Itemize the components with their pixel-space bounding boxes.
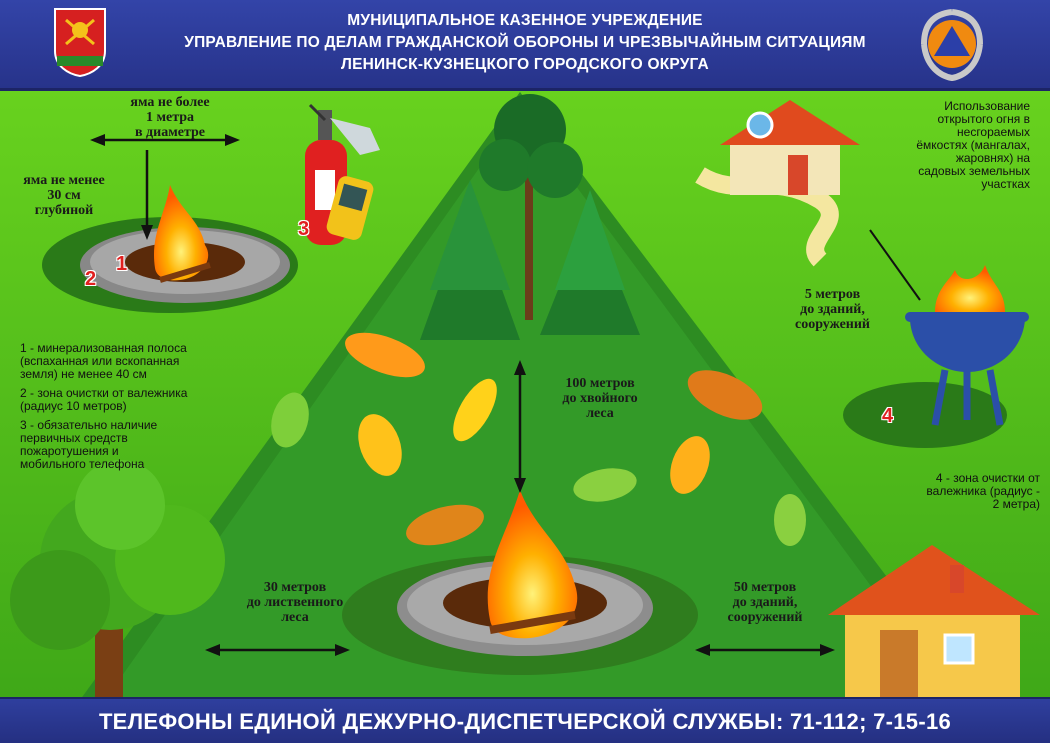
legend-item-3-line-1: 3 - обязательно наличие [20,418,158,432]
grill-note-line-1: 4 - зона очистки от [935,471,1040,485]
deciduous-distance-line-3: леса [281,610,309,625]
open-fire-note-line-3: несгораемых [957,125,1030,139]
legend-item-1-line-3: земля) не менее 40 см [20,367,147,381]
grill-distance-line-2: до зданий, [800,302,865,317]
deciduous-distance-line-2: до лиственного [246,595,344,610]
grill-note-line-2: валежника (радиус - [926,484,1040,498]
open-fire-note-line-2: открытого огня в [937,112,1031,126]
pit-depth-label: яма не менее 30 см глубиной [8,173,120,218]
conifer-forest-icon [420,94,640,340]
main-fire-pit-icon [342,490,698,675]
legend-item-3-line-3: пожаротушения и [20,444,119,458]
pit-number-2: 2 [85,268,97,290]
conifer-distance-line-3: леса [586,406,614,421]
buildings-distance-label: 50 метров до зданий, сооружений [700,580,830,625]
civil-defense-emblem-icon [921,9,983,82]
house-icon [828,545,1040,698]
pit-diameter-line-2: 1 метра [145,110,195,125]
legend-item-3-line-2: первичных средств [20,431,128,445]
open-fire-note-line-1: Использование [944,99,1030,113]
grill-number-4: 4 [882,405,894,427]
conifer-distance-line-1: 100 метров [565,376,635,391]
header-line-1: МУНИЦИПАЛЬНОЕ КАЗЕННОЕ УЧРЕЖДЕНИЕ [347,12,703,29]
legend-item-2-line-2: (радиус 10 метров) [20,399,127,413]
pit-diameter-label: яма не более 1 метра в диаметре [110,95,230,140]
legend-item-3-line-4: мобильного телефона [20,457,145,471]
deciduous-tree-icon [10,460,225,700]
buildings-distance-line-3: сооружений [727,610,803,625]
grill-distance-line-3: сооружений [794,317,870,332]
fallen-leaves-icon [271,332,806,546]
grill-distance-line-1: 5 метров [804,287,861,302]
header-title: МУНИЦИПАЛЬНОЕ КАЗЕННОЕ УЧРЕЖДЕНИЕ УПРАВЛ… [120,10,930,76]
legend-item-1-line-2: (вспаханная или вскопанная [20,354,180,368]
pit-diameter-line-1: яма не более [130,95,210,110]
mobile-phone-icon [326,176,374,240]
grill-distance-arrow [869,229,921,301]
open-fire-note-line-6: садовых земельных [918,164,1030,178]
pit-number-3: 3 [298,218,310,240]
open-fire-note-line-7: участках [981,177,1030,191]
barbecue-grill-icon [905,265,1029,426]
small-fire-pit-icon [42,185,298,313]
grill-zone-note: 4 - зона очистки от валежника (радиус - … [860,472,1040,511]
pit-depth-line-1: яма не менее [23,173,105,188]
footer-bar: ТЕЛЕФОНЫ ЕДИНОЙ ДЕЖУРНО-ДИСПЕТЧЕРСКОЙ СЛ… [0,697,1050,743]
header-line-3: ЛЕНИНСК-КУЗНЕЦКОГО ГОРОДСКОГО ОКРУГА [341,56,709,73]
garden-house-icon [695,100,860,267]
city-coat-of-arms-icon [54,8,106,78]
grill-note-line-3: 2 метра) [992,497,1040,511]
open-fire-note-line-5: жаровнях) на [955,151,1030,165]
open-fire-note-line-4: ёмкостях (мангалах, [916,138,1030,152]
conifer-distance-label: 100 метров до хвойного леса [535,376,665,421]
open-fire-note: Использование открытого огня в несгораем… [875,100,1030,191]
legend-item-1-line-1: 1 - минерализованная полоса [20,341,187,355]
grill-distance-label: 5 метров до зданий, сооружений [770,287,895,332]
deciduous-distance-label: 30 метров до лиственного леса [220,580,370,625]
header-line-2: УПРАВЛЕНИЕ ПО ДЕЛАМ ГРАЖДАНСКОЙ ОБОРОНЫ … [184,34,866,51]
deciduous-distance-line-1: 30 метров [263,580,327,595]
legend-item-2-line-1: 2 - зона очистки от валежника [20,386,188,400]
pit-number-1: 1 [116,253,128,275]
header-bar: МУНИЦИПАЛЬНОЕ КАЗЕННОЕ УЧРЕЖДЕНИЕ УПРАВЛ… [0,0,1050,91]
buildings-distance-line-1: 50 метров [733,580,797,595]
distance-arrows [90,134,835,656]
conifer-distance-line-2: до хвойного [562,391,638,406]
hotline-phones: ТЕЛЕФОНЫ ЕДИНОЙ ДЕЖУРНО-ДИСПЕТЧЕРСКОЙ СЛ… [98,709,952,734]
buildings-distance-line-2: до зданий, [732,595,798,610]
pit-depth-line-3: глубиной [34,203,94,218]
legend-left: 1 - минерализованная полоса (вспаханная … [20,342,260,471]
pit-depth-line-2: 30 см [47,188,81,203]
pit-diameter-line-3: в диаметре [134,125,205,140]
grill-zone-icon [843,382,1007,448]
